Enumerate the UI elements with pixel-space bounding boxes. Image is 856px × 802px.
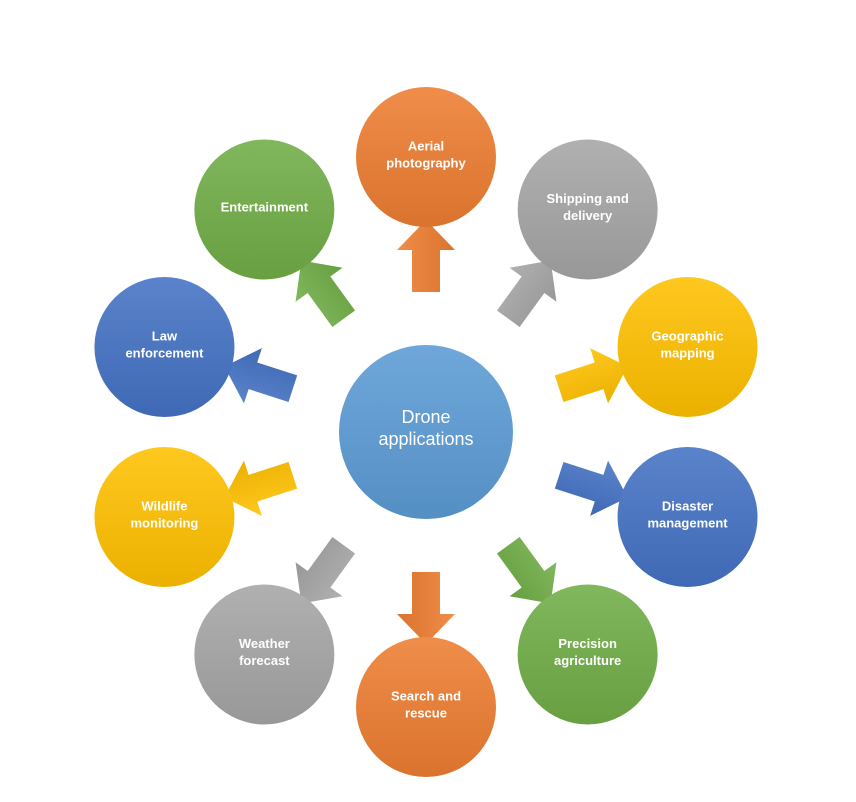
node-circle: [517, 584, 658, 725]
arrow-to-shipping-and-delivery: [496, 260, 557, 327]
node-geographic-mapping: Geographic mapping: [617, 277, 758, 418]
node-aerial-photography: Aerial photography: [356, 87, 496, 227]
label-line: Entertainment: [221, 200, 309, 215]
node-label: Precision agriculture: [554, 636, 621, 668]
arrow-to-law-enforcement: [224, 348, 298, 404]
arrow-to-geographic-mapping: [554, 348, 628, 404]
node-circle: [94, 277, 235, 418]
label-line: mapping: [660, 346, 714, 361]
label-line: Geographic: [651, 329, 723, 344]
label-line: agriculture: [554, 653, 621, 668]
center-circle: [339, 345, 513, 519]
label-line: forecast: [239, 653, 290, 668]
label-line: management: [647, 515, 728, 530]
node-circle: [617, 277, 758, 418]
arrow-to-entertainment: [295, 260, 356, 327]
label-line: rescue: [405, 706, 447, 721]
node-label: Disaster management: [647, 498, 728, 530]
label-line: Drone: [401, 407, 450, 427]
node-shipping-and-delivery: Shipping and delivery: [517, 139, 658, 280]
node-search-and-rescue: Search and rescue: [356, 637, 496, 777]
arrow-to-search-and-rescue: [397, 572, 455, 644]
label-line: delivery: [563, 208, 613, 223]
label-line: Precision: [558, 636, 617, 651]
node-precision-agriculture: Precision agriculture: [517, 584, 658, 725]
node-label: Weather forecast: [239, 636, 290, 668]
node-law-enforcement: Law enforcement: [94, 277, 235, 418]
node-circle: [356, 637, 496, 777]
label-line: monitoring: [131, 515, 199, 530]
label-line: Shipping and: [546, 191, 628, 206]
label-line: Law: [152, 329, 178, 344]
node-circle: [94, 446, 235, 587]
node-circle: [194, 139, 335, 280]
node-label: Search and rescue: [391, 689, 461, 721]
label-line: Wildlife: [141, 498, 187, 513]
label-line: Disaster: [662, 498, 713, 513]
arrow-to-aerial-photography: [397, 220, 455, 292]
label-line: Aerial: [408, 139, 444, 154]
node-circle: [194, 584, 335, 725]
label-line: Weather: [239, 636, 290, 651]
node-label: Shipping and delivery: [546, 191, 628, 223]
arrow-to-precision-agriculture: [496, 537, 557, 604]
node-label: Entertainment: [221, 200, 309, 215]
arrow-to-disaster-management: [554, 460, 628, 516]
arrow-to-wildlife-monitoring: [224, 460, 298, 516]
node-label: Aerial photography: [386, 139, 466, 171]
node-circle: [517, 139, 658, 280]
node-entertainment: Entertainment: [194, 139, 335, 280]
node-circle: [617, 446, 758, 587]
arrow-to-weather-forecast: [295, 537, 356, 604]
node-wildlife-monitoring: Wildlife monitoring: [94, 446, 235, 587]
label-line: applications: [378, 429, 473, 449]
node-circle: [356, 87, 496, 227]
node-disaster-management: Disaster management: [617, 446, 758, 587]
label-line: photography: [386, 156, 466, 171]
node-weather-forecast: Weather forecast: [194, 584, 335, 725]
label-line: enforcement: [125, 346, 204, 361]
node-label: Law enforcement: [125, 329, 204, 361]
node-label: Wildlife monitoring: [131, 498, 199, 530]
label-line: Search and: [391, 689, 461, 704]
arrows-layer: [224, 220, 628, 644]
node-label: Geographic mapping: [651, 329, 723, 361]
